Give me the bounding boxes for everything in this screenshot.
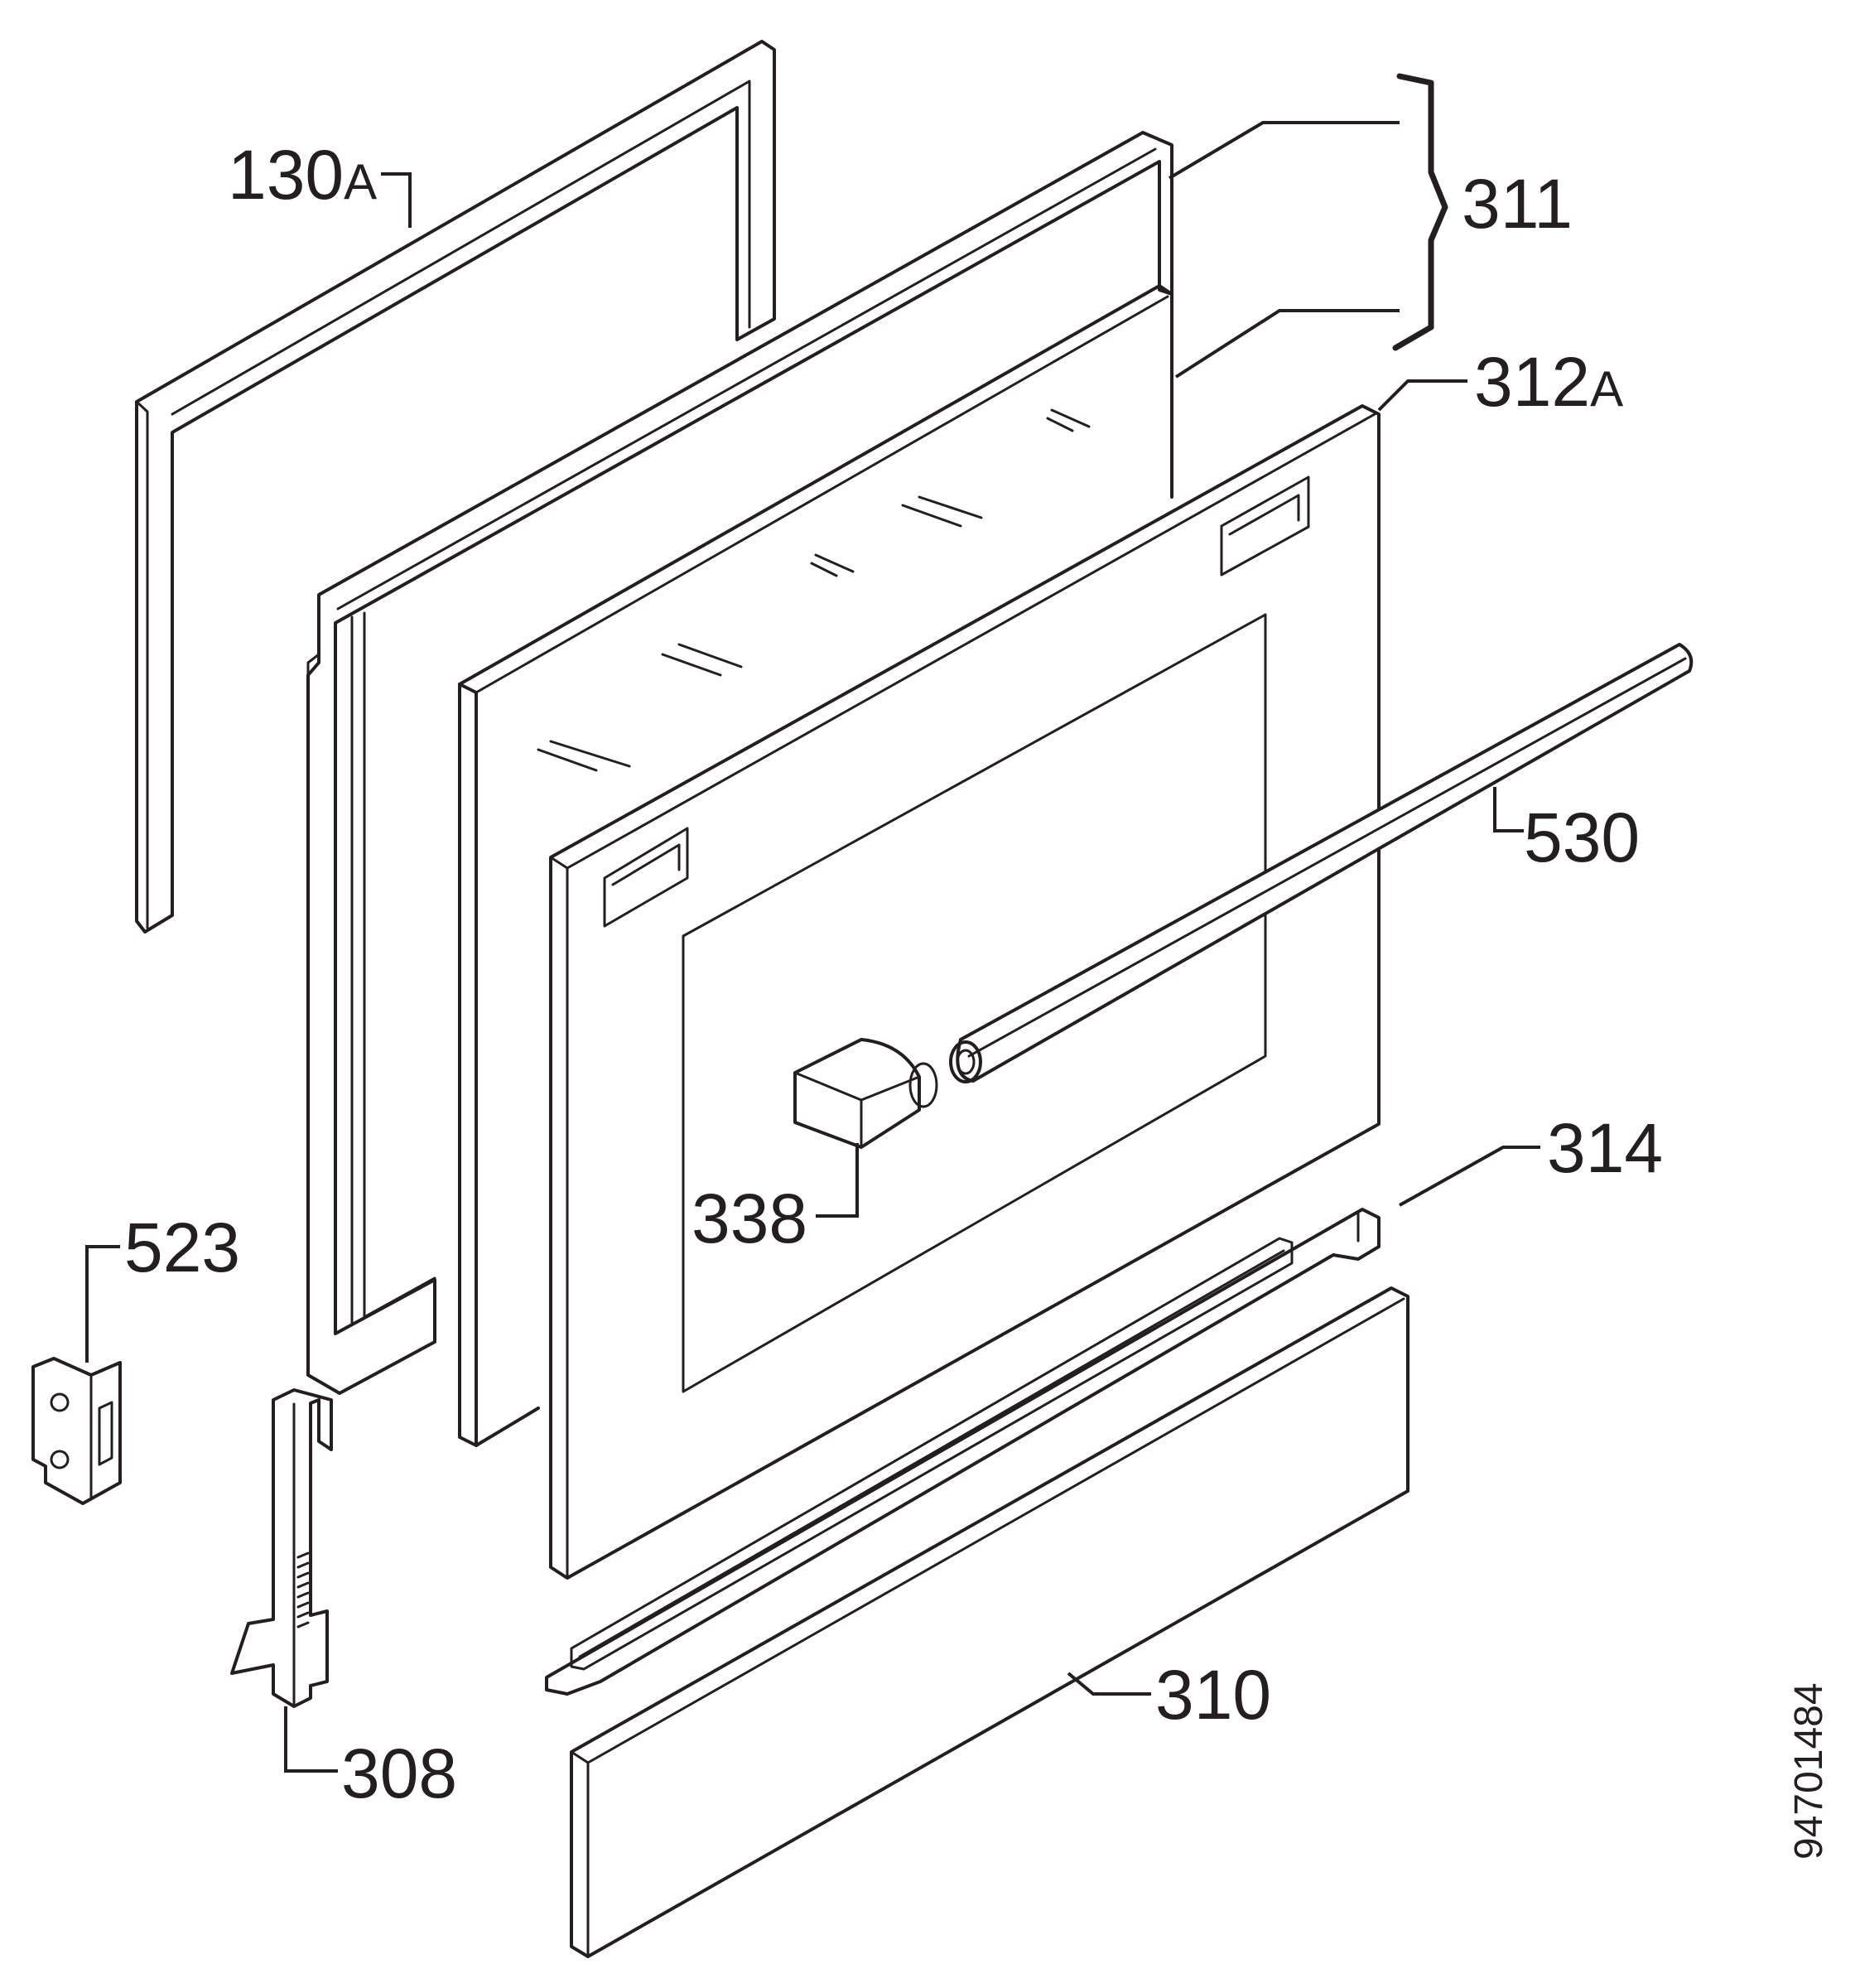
callout-312A: 312A bbox=[1474, 343, 1623, 421]
callout-130A: 130A bbox=[228, 136, 377, 214]
brace-311 bbox=[1392, 73, 1448, 351]
leader-530 bbox=[1493, 787, 1524, 832]
callout-523: 523 bbox=[124, 1209, 240, 1286]
callout-311: 311 bbox=[1462, 165, 1573, 243]
callout-314: 314 bbox=[1547, 1109, 1663, 1187]
leader-310 bbox=[1067, 1672, 1151, 1696]
leader-311-upper bbox=[1168, 121, 1400, 180]
bottom-cover-strip bbox=[570, 1286, 1409, 1958]
bottom-trim-rail bbox=[545, 1208, 1381, 1696]
leader-338 bbox=[816, 1143, 859, 1218]
hinge-arm bbox=[230, 1388, 333, 1708]
callout-308: 308 bbox=[341, 1735, 457, 1812]
outer-door-panel bbox=[549, 404, 1381, 1580]
leader-130A bbox=[381, 172, 412, 228]
leader-523 bbox=[85, 1245, 120, 1363]
inner-glass-frame bbox=[306, 131, 1173, 1395]
leader-312A bbox=[1377, 379, 1467, 412]
hinge-bracket bbox=[31, 1357, 122, 1505]
leader-314 bbox=[1399, 1146, 1540, 1207]
callout-310: 310 bbox=[1155, 1656, 1271, 1734]
glass-panel bbox=[458, 284, 1173, 1447]
callout-530: 530 bbox=[1524, 799, 1640, 876]
callout-338: 338 bbox=[691, 1180, 807, 1257]
leader-311-lower bbox=[1174, 309, 1400, 379]
door-gasket-frame bbox=[135, 40, 776, 934]
door-handle-bar bbox=[949, 643, 1694, 1083]
document-number: 94701484 bbox=[1787, 1682, 1831, 1860]
handle-end-cap bbox=[793, 1038, 938, 1149]
leader-lines bbox=[85, 73, 1540, 1773]
leader-308 bbox=[284, 1706, 338, 1773]
